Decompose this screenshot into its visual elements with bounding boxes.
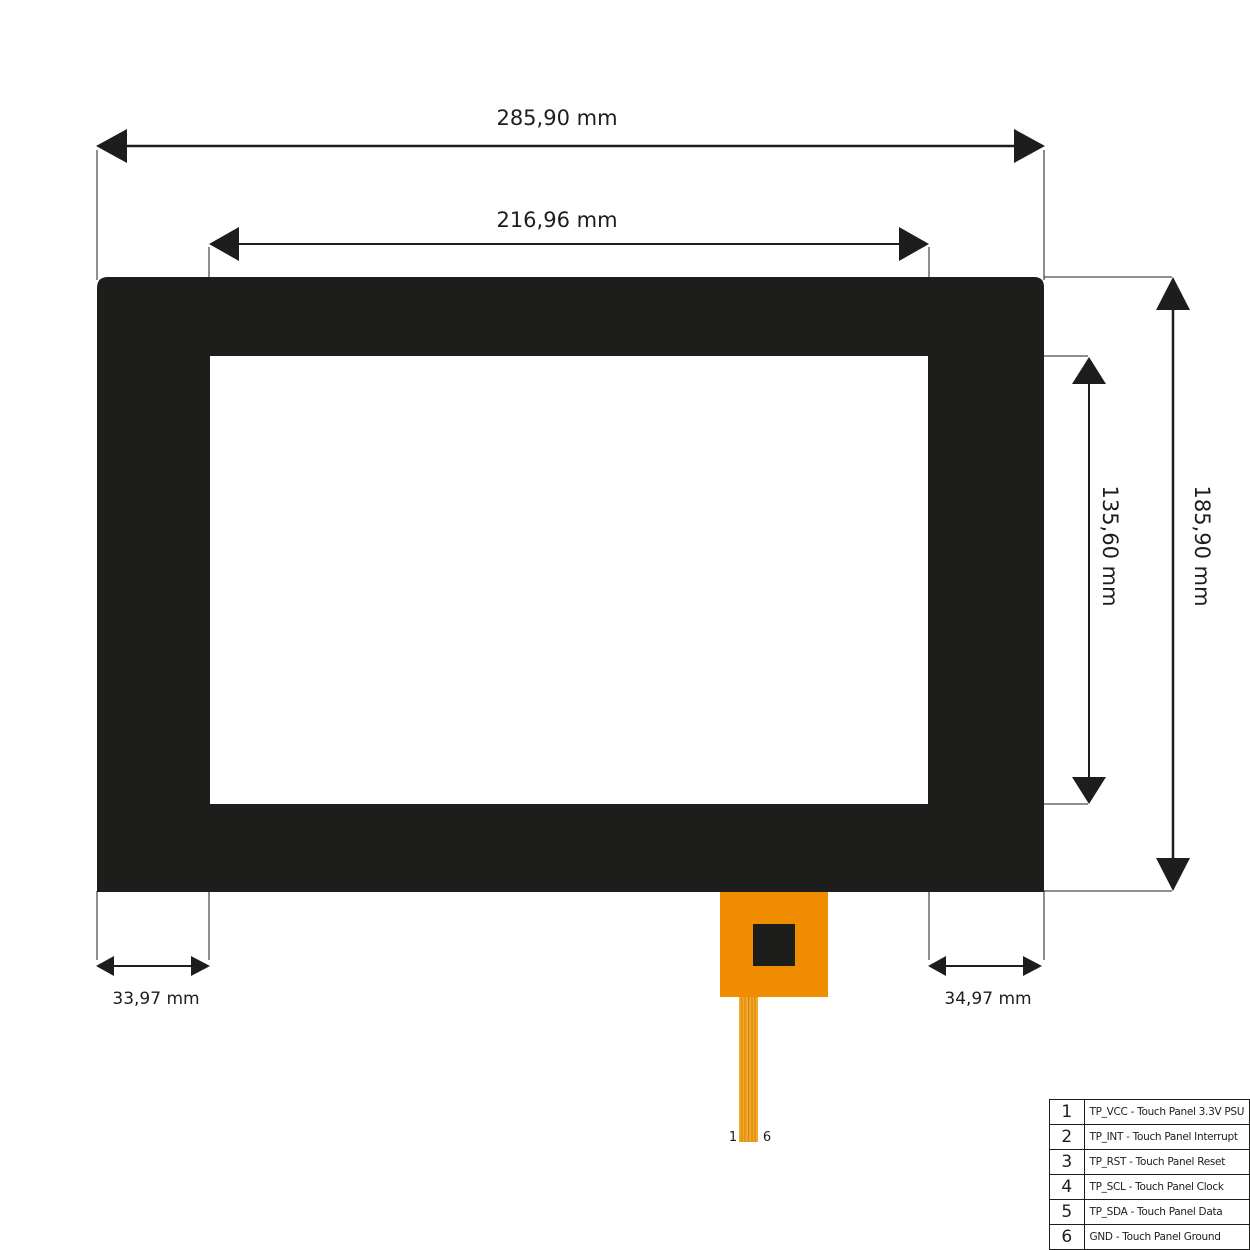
pin-number: 6 xyxy=(1049,1224,1085,1250)
left-border-label: 33,97 mm xyxy=(112,989,199,1009)
cable-pin-first-label: 1 xyxy=(729,1130,737,1145)
pin-description: TP_SCL - Touch Panel Clock xyxy=(1083,1174,1250,1200)
pinout-table: 1 TP_VCC - Touch Panel 3.3V PSU 2 TP_INT… xyxy=(1049,1099,1250,1250)
overall-width-label: 285,90 mm xyxy=(496,106,617,130)
pin-number: 3 xyxy=(1049,1149,1085,1175)
table-row: 3 TP_RST - Touch Panel Reset xyxy=(1049,1149,1250,1175)
controller-chip xyxy=(753,924,795,966)
table-row: 2 TP_INT - Touch Panel Interrupt xyxy=(1049,1124,1250,1150)
pin-number: 1 xyxy=(1049,1099,1085,1125)
touch-panel-bezel xyxy=(97,277,1044,892)
overall-height-label: 185,90 mm xyxy=(1190,485,1214,606)
active-width-label: 216,96 mm xyxy=(496,208,617,232)
pin-description: TP_INT - Touch Panel Interrupt xyxy=(1083,1124,1250,1150)
dimension-arrows xyxy=(96,129,1190,976)
pin-number: 4 xyxy=(1049,1174,1085,1200)
pin-description: TP_SDA - Touch Panel Data xyxy=(1083,1199,1250,1225)
right-border-label: 34,97 mm xyxy=(944,989,1031,1009)
pin-description: TP_VCC - Touch Panel 3.3V PSU xyxy=(1083,1099,1250,1125)
table-row: 4 TP_SCL - Touch Panel Clock xyxy=(1049,1174,1250,1200)
table-row: 5 TP_SDA - Touch Panel Data xyxy=(1049,1199,1250,1225)
pin-description: GND - Touch Panel Ground xyxy=(1083,1224,1250,1250)
table-row: 1 TP_VCC - Touch Panel 3.3V PSU xyxy=(1049,1099,1250,1125)
pin-number: 5 xyxy=(1049,1199,1085,1225)
pin-description: TP_RST - Touch Panel Reset xyxy=(1083,1149,1250,1175)
cable-pin-last-label: 6 xyxy=(763,1130,771,1145)
table-row: 6 GND - Touch Panel Ground xyxy=(1049,1224,1250,1250)
pin-number: 2 xyxy=(1049,1124,1085,1150)
fpc-connector xyxy=(720,892,828,1142)
active-height-label: 135,60 mm xyxy=(1098,485,1122,606)
